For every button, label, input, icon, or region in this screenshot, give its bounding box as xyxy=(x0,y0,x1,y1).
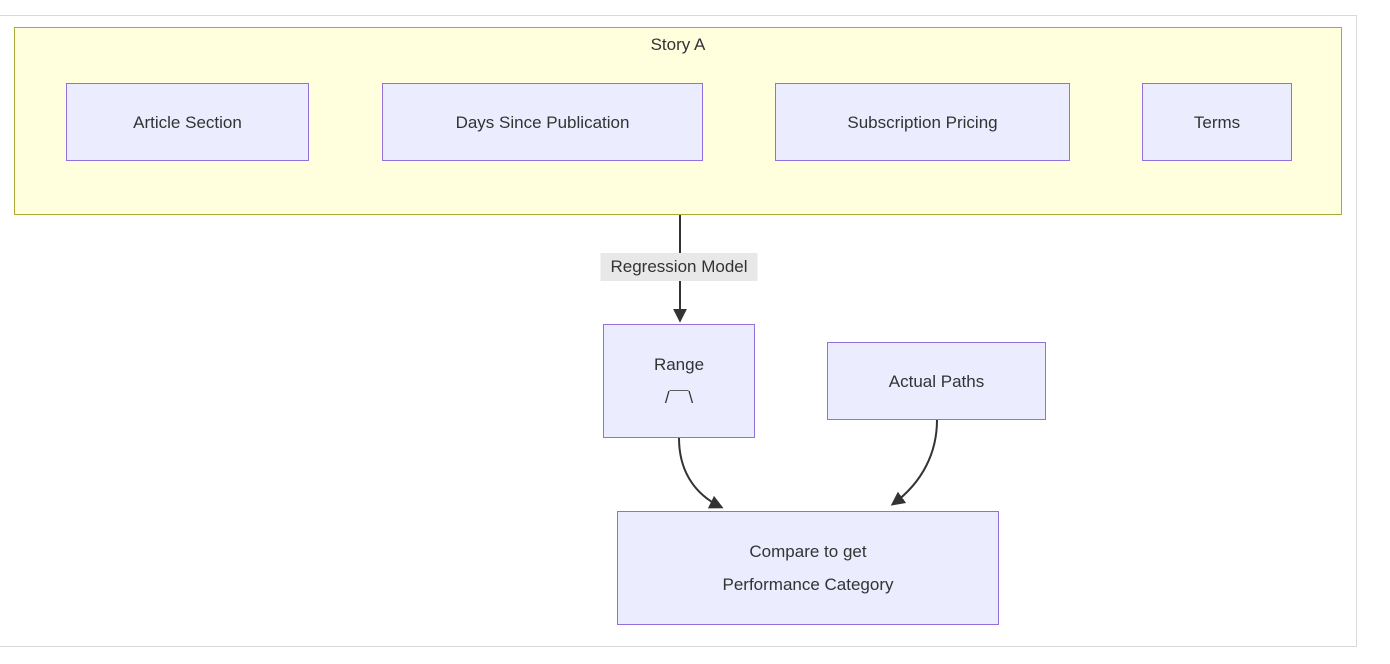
node-actual-paths: Actual Paths xyxy=(827,342,1046,420)
node-terms-label: Terms xyxy=(1193,112,1241,132)
node-actual-paths-label: Actual Paths xyxy=(888,371,985,391)
content-panel-border xyxy=(0,15,1357,647)
node-article-section-label: Article Section xyxy=(133,112,242,132)
node-range-label-line1: Range xyxy=(653,355,705,374)
node-compare-performance: Compare to get Performance Category xyxy=(617,511,999,625)
node-range-label-line2: /¯¯\ xyxy=(664,388,694,407)
node-terms: Terms xyxy=(1142,83,1292,161)
node-range: Range /¯¯\ xyxy=(603,324,755,438)
node-subscription-pricing-label: Subscription Pricing xyxy=(847,112,998,132)
subgraph-story-a-label: Story A xyxy=(650,35,706,54)
node-compare-label-line1: Compare to get xyxy=(749,542,867,561)
node-days-since-publication-label: Days Since Publication xyxy=(455,112,630,132)
node-article-section: Article Section xyxy=(66,83,309,161)
node-subscription-pricing: Subscription Pricing xyxy=(775,83,1070,161)
node-compare-label-line2: Performance Category xyxy=(722,575,894,594)
edge-label-regression-model: Regression Model xyxy=(600,253,758,281)
node-days-since-publication: Days Since Publication xyxy=(382,83,703,161)
